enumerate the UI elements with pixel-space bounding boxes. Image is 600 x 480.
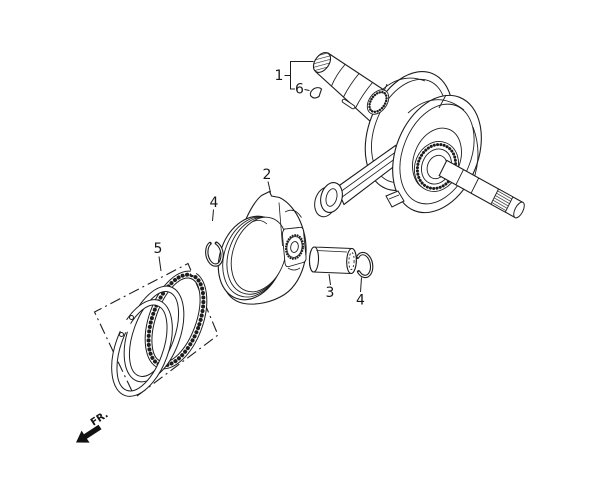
callout-woodruff-key: 6: [295, 82, 304, 98]
rod-small-end-bore: [325, 188, 338, 207]
callout-leaders: [158, 61, 362, 293]
piston-pin-boss: [281, 226, 307, 271]
woodruff-key: [309, 87, 323, 99]
circlip-left: [205, 241, 224, 267]
piston-pin: [308, 246, 357, 275]
shaft-tip: [513, 201, 525, 219]
piston-crown-face: [230, 216, 288, 293]
keyway-slot: [341, 98, 356, 110]
ring-end-hook: [119, 332, 124, 337]
callout-bracket-1: [290, 61, 314, 90]
crank-pin: [385, 190, 405, 208]
fr-direction-indicator: FR.: [76, 409, 111, 443]
pin-bore: [348, 252, 355, 270]
callout-clip-left: 4: [210, 195, 219, 211]
callout-clip-right: 4: [356, 293, 365, 309]
shaft-end-hatch: [312, 52, 332, 73]
callout-piston-pin: 3: [326, 285, 335, 301]
piston-ring-set: [93, 262, 219, 399]
ring-end-hook: [129, 315, 134, 320]
main-bearing: [366, 89, 390, 115]
callout-crankshaft: 1: [275, 68, 284, 84]
rod-small-end: [320, 182, 343, 213]
fr-label: FR.: [89, 409, 111, 428]
oil-ring: [144, 270, 208, 370]
crankshaft-right-shaft: [438, 159, 525, 219]
spline-section: [490, 188, 514, 213]
oil-ring-gap: [190, 269, 197, 276]
callout-ring-set: 5: [154, 241, 163, 257]
ring-set-boundary: [93, 262, 219, 399]
ring-gap: [118, 319, 131, 333]
fr-arrow: [76, 424, 102, 443]
callout-labels: 1 6 2 4 3 4 5: [154, 68, 366, 309]
pin-left-end: [308, 246, 320, 273]
circlip-right: [356, 251, 374, 279]
callout-piston: 2: [263, 167, 272, 183]
crankshaft-assembly: [312, 52, 525, 219]
